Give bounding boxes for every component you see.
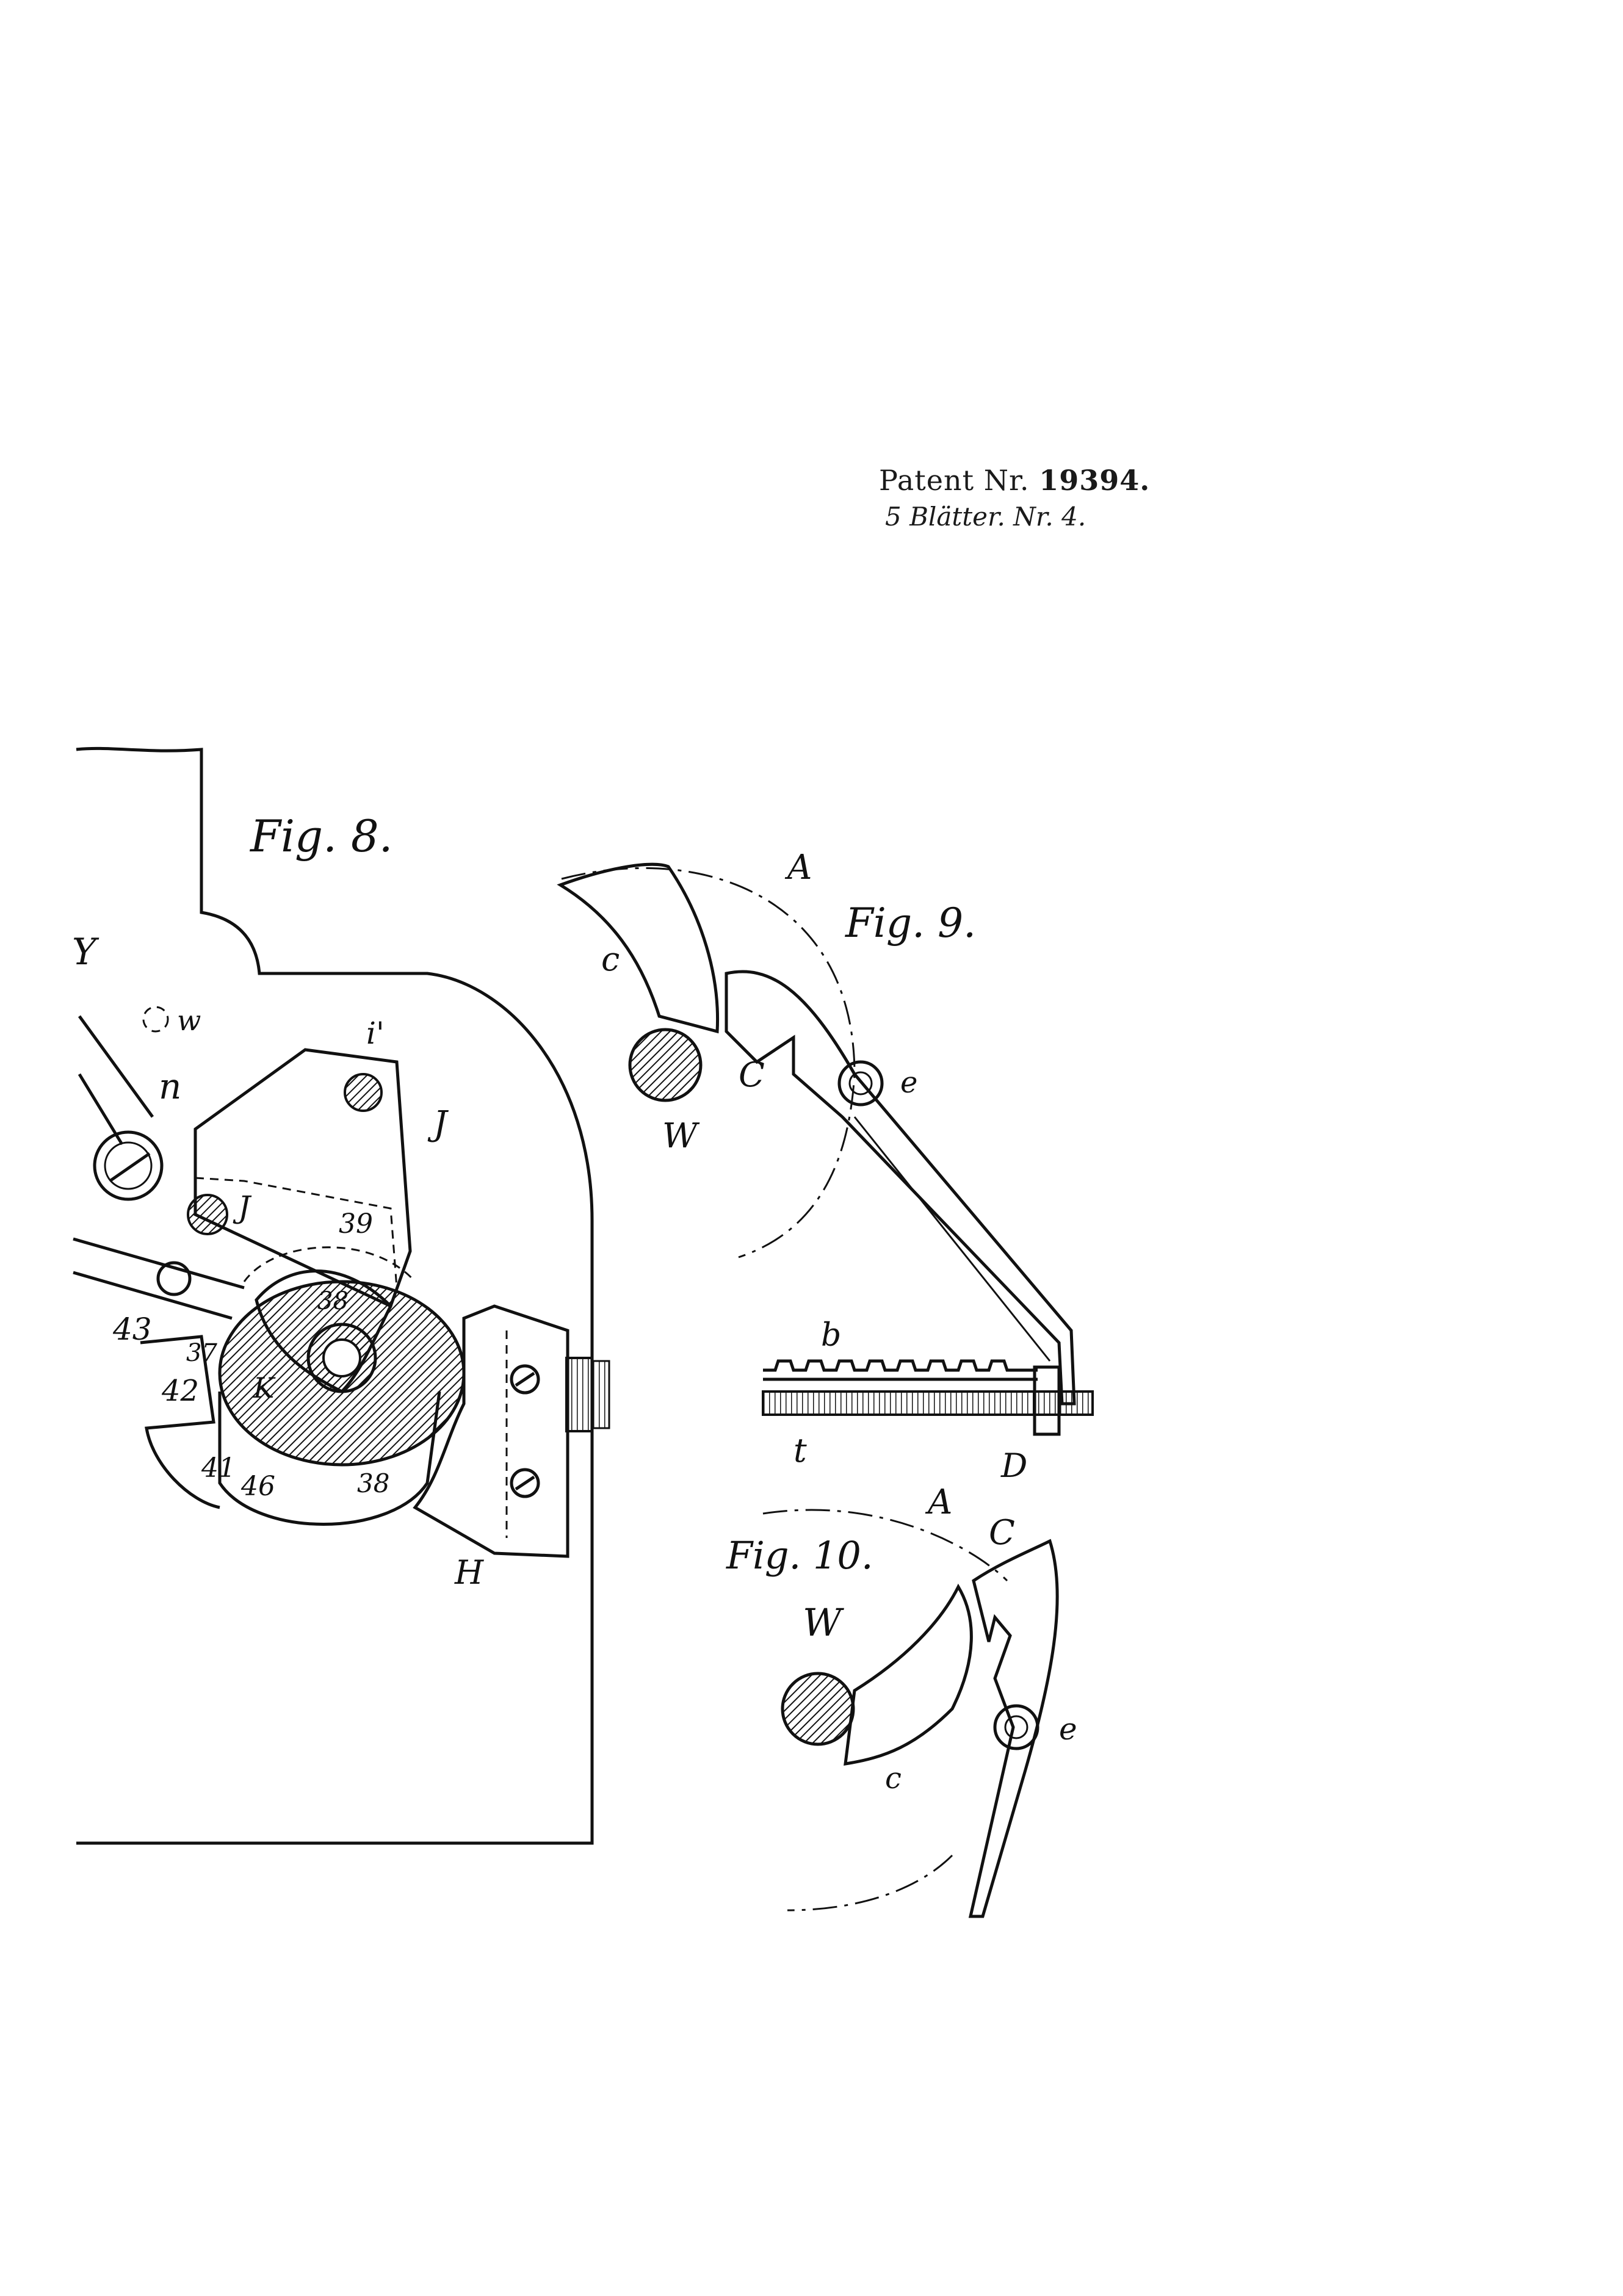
fig8-label-i-prime: i' — [366, 1016, 385, 1051]
fig8-hole-w — [142, 1006, 169, 1033]
fig9-collar-d — [1033, 1365, 1061, 1436]
fig8-plate-h — [413, 1304, 569, 1558]
fig8-hidden-plate — [195, 1177, 398, 1288]
fig8-label-K: K — [253, 1371, 276, 1404]
fig8-screw-n — [93, 1130, 164, 1201]
fig9-label-A: A — [784, 848, 812, 887]
fig9-label-b: b — [821, 1317, 841, 1354]
fig8-housing-outline — [76, 746, 594, 1845]
patent-number-line: Patent Nr. 19394. — [879, 464, 1221, 497]
fig8-label-41: 41 — [201, 1453, 236, 1484]
fig10-label-e: e — [1059, 1711, 1077, 1747]
fig10-label-A: A — [925, 1482, 952, 1522]
fig8-label-46: 46 — [240, 1471, 275, 1502]
fig10-label-C: C — [989, 1513, 1015, 1553]
fig9-rod-t — [762, 1390, 1094, 1416]
fig10-arc-a — [762, 1509, 1008, 1912]
sheets-line: 5 Blätter. Nr. 4. — [885, 502, 1086, 532]
fig8-web — [140, 1335, 220, 1509]
patent-number: 19394. — [1039, 464, 1151, 497]
fig8-edge-block — [565, 1357, 593, 1432]
fig10-title: Fig. 10. — [726, 1533, 873, 1578]
fig9-label-C: C — [739, 1055, 765, 1095]
fig9-label-c: c — [601, 940, 620, 978]
fig9-label-t: t — [793, 1431, 807, 1470]
fig10-lever-c — [968, 1539, 1059, 1918]
fig9-label-W: W — [662, 1116, 700, 1156]
fig9-label-e: e — [900, 1066, 917, 1100]
fig8-label-w: w — [177, 1004, 201, 1037]
fig9-pivot-e — [837, 1060, 884, 1106]
sheet-header: Patent Nr. 19394. 5 Blätter. Nr. 4. — [879, 464, 1221, 532]
fig9-title: Fig. 9. — [845, 900, 976, 947]
patent-label: Patent Nr. — [879, 464, 1030, 497]
fig8-label-edge: Y — [72, 931, 99, 973]
fig9-lever-c — [725, 970, 1076, 1406]
fig8-label-n: n — [159, 1066, 181, 1107]
fig8-pin-j — [187, 1194, 228, 1235]
figure-10: Fig. 10. A C W e c — [726, 1482, 1077, 1918]
fig10-label-W: W — [803, 1600, 844, 1645]
fig8-bar-43 — [73, 1237, 245, 1320]
fig8-cylinder — [218, 1391, 441, 1526]
fig8-title: Fig. 8. — [249, 810, 393, 862]
fig8-label-J: J — [427, 1104, 449, 1144]
fig9-arc-a — [561, 867, 856, 1258]
fig8-label-j: J — [233, 1190, 252, 1225]
fig8-hidden-circle — [243, 1246, 416, 1282]
fig8-label-43: 43 — [112, 1312, 152, 1347]
fig8-screw-lower — [510, 1468, 540, 1498]
fig8-label-37: 37 — [186, 1339, 217, 1367]
fig10-shaft-w — [781, 1672, 855, 1746]
fig9-rack-b — [763, 1359, 1038, 1381]
fig10-blade-c — [844, 1583, 973, 1766]
figure-8: Fig. 8. i' J n w J 39 38 37 43 42 K 41 4… — [72, 746, 610, 1845]
fig8-lever-arm — [78, 1015, 154, 1146]
fig8-label-38a: 38 — [317, 1287, 349, 1315]
fig8-edge-stub — [591, 1360, 610, 1429]
fig8-label-38b: 38 — [357, 1468, 389, 1498]
fig8-pin-i-prime — [344, 1073, 383, 1112]
fig8-screw-upper — [510, 1364, 540, 1395]
fig8-label-39: 39 — [339, 1208, 373, 1240]
figure-9: Fig. 9. A c C e W b t D — [557, 848, 1094, 1485]
fig9-blade-c — [557, 862, 720, 1034]
fig8-label-H: H — [454, 1553, 484, 1592]
fig8-label-42: 42 — [161, 1374, 199, 1408]
fig9-shaft-w — [628, 1028, 703, 1102]
fig9-label-D: D — [1000, 1446, 1027, 1485]
fig10-label-c: c — [885, 1761, 902, 1796]
fig10-pivot-e — [993, 1704, 1039, 1750]
